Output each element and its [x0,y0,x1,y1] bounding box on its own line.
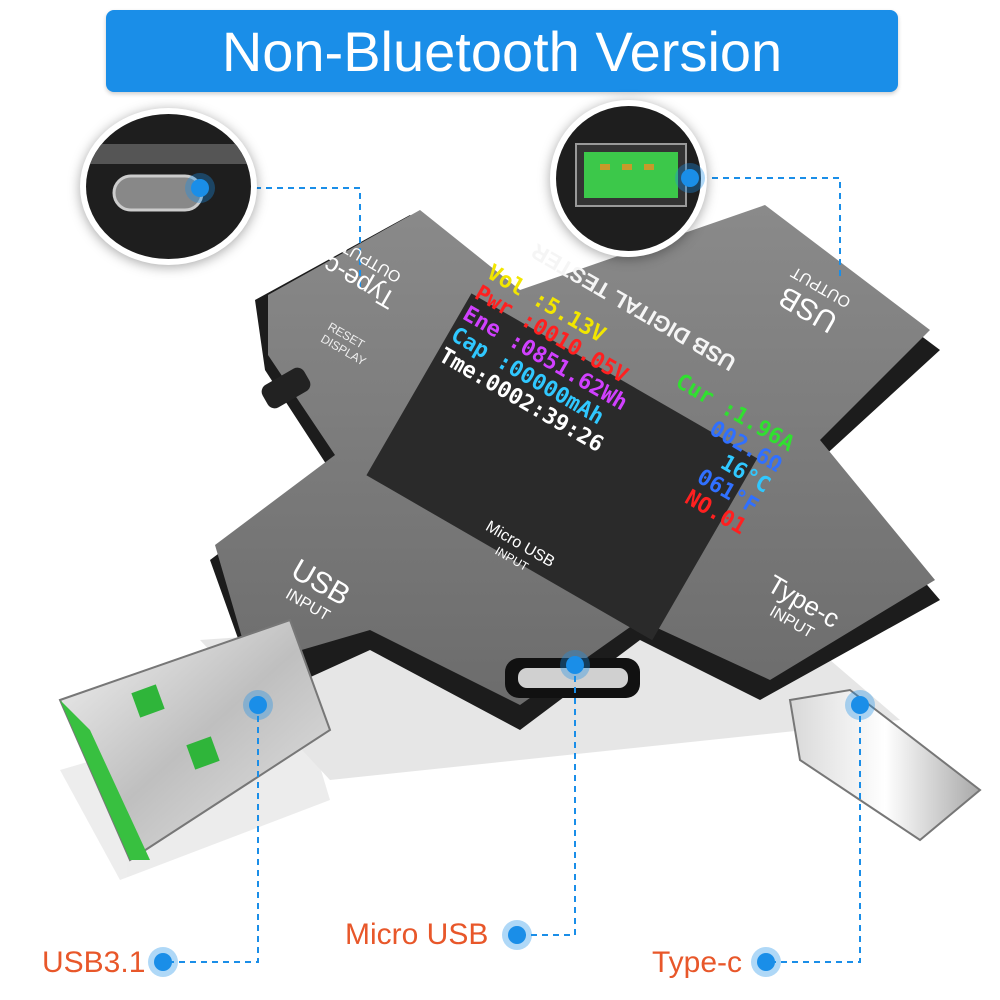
callout-dot-typec-plug [851,696,869,714]
callout-lines [170,177,861,963]
callout-dot-micro-port [566,656,584,674]
callout-usb31: USB3.1 [42,946,146,979]
usb-a-plug [58,618,332,862]
typec-port-zoom [80,108,257,265]
micro-usb-port [505,658,640,698]
callout-dot-typec [757,953,775,971]
callout-type-c: Type-c [652,946,743,979]
title-banner: Non-Bluetooth Version [106,10,898,92]
callout-dot-usb-port [681,169,699,187]
type-c-plug [788,688,982,842]
usb-port-icon [556,106,701,251]
callout-dot-usb-plug [249,696,267,714]
callout-dot-micro [508,926,526,944]
callout-dot-usb31 [154,953,172,971]
lcd-screen [366,293,758,641]
banner-title: Non-Bluetooth Version [221,19,783,83]
side-button [261,367,311,409]
callout-dot-typec-port [191,179,209,197]
callout-micro-usb: Micro USB [345,918,489,951]
typec-port-icon [86,114,251,259]
usb-port-zoom [550,100,707,257]
